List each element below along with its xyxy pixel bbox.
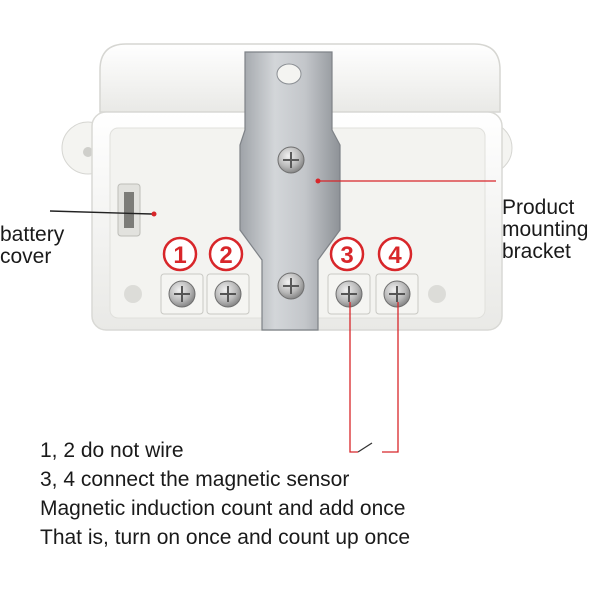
instruction-line-1: 1, 2 do not wire: [40, 439, 184, 462]
terminal-number: 2: [219, 242, 232, 269]
terminal-4: 4: [375, 236, 419, 315]
terminal-badge: [329, 236, 365, 272]
bracket-screw-lower: [277, 272, 305, 300]
terminal-badge: [377, 236, 413, 272]
terminal-2: 2: [206, 236, 250, 315]
terminal-strip: 1 2 3 4: [160, 236, 419, 315]
instruction-line-4: That is, turn on once and count up once: [40, 526, 411, 549]
screw-slot: [389, 286, 405, 302]
housing-hole-left: [124, 285, 142, 303]
terminal-1: 1: [160, 236, 204, 315]
battery-leader-line: [49, 210, 153, 215]
sensor-switch: [357, 442, 373, 453]
mounting-bracket: [239, 51, 341, 331]
wiring-instructions: 1, 2 do not wire 3, 4 connect the magnet…: [40, 436, 410, 552]
bracket-screw-upper: [277, 146, 305, 174]
battery-label-line-2: cover: [0, 245, 52, 268]
ear-hole-left: [83, 147, 93, 157]
terminal-badge: [162, 236, 198, 272]
bracket-label-line-3: bracket: [502, 240, 571, 263]
sensor-wire-4: [382, 302, 399, 453]
terminal-badge: [208, 236, 244, 272]
bracket-top-hole: [276, 63, 302, 85]
bracket-label-line-1: Product: [502, 196, 575, 219]
bracket-leader-dot: [315, 178, 321, 184]
screw-slot: [174, 286, 190, 302]
housing-hole-right: [428, 285, 446, 303]
battery-cover-label: battery cover: [0, 224, 64, 268]
battery-cover-latch: [124, 192, 134, 228]
battery-label-line-1: battery: [0, 223, 65, 246]
bracket-label-line-2: mounting: [502, 218, 589, 241]
terminal-number: 4: [388, 242, 402, 269]
terminal-number: 3: [340, 242, 353, 269]
terminal-number: 1: [173, 242, 186, 269]
instruction-line-2: 3, 4 connect the magnetic sensor: [40, 468, 350, 491]
instruction-line-3: Magnetic induction count and add once: [40, 497, 406, 520]
bracket-label: Product mounting bracket: [502, 197, 588, 263]
screw-slot: [220, 286, 236, 302]
sensor-wire-3: [349, 302, 358, 453]
battery-leader-dot: [151, 211, 157, 217]
terminal-3: 3: [327, 236, 371, 315]
screw-slot: [341, 286, 357, 302]
